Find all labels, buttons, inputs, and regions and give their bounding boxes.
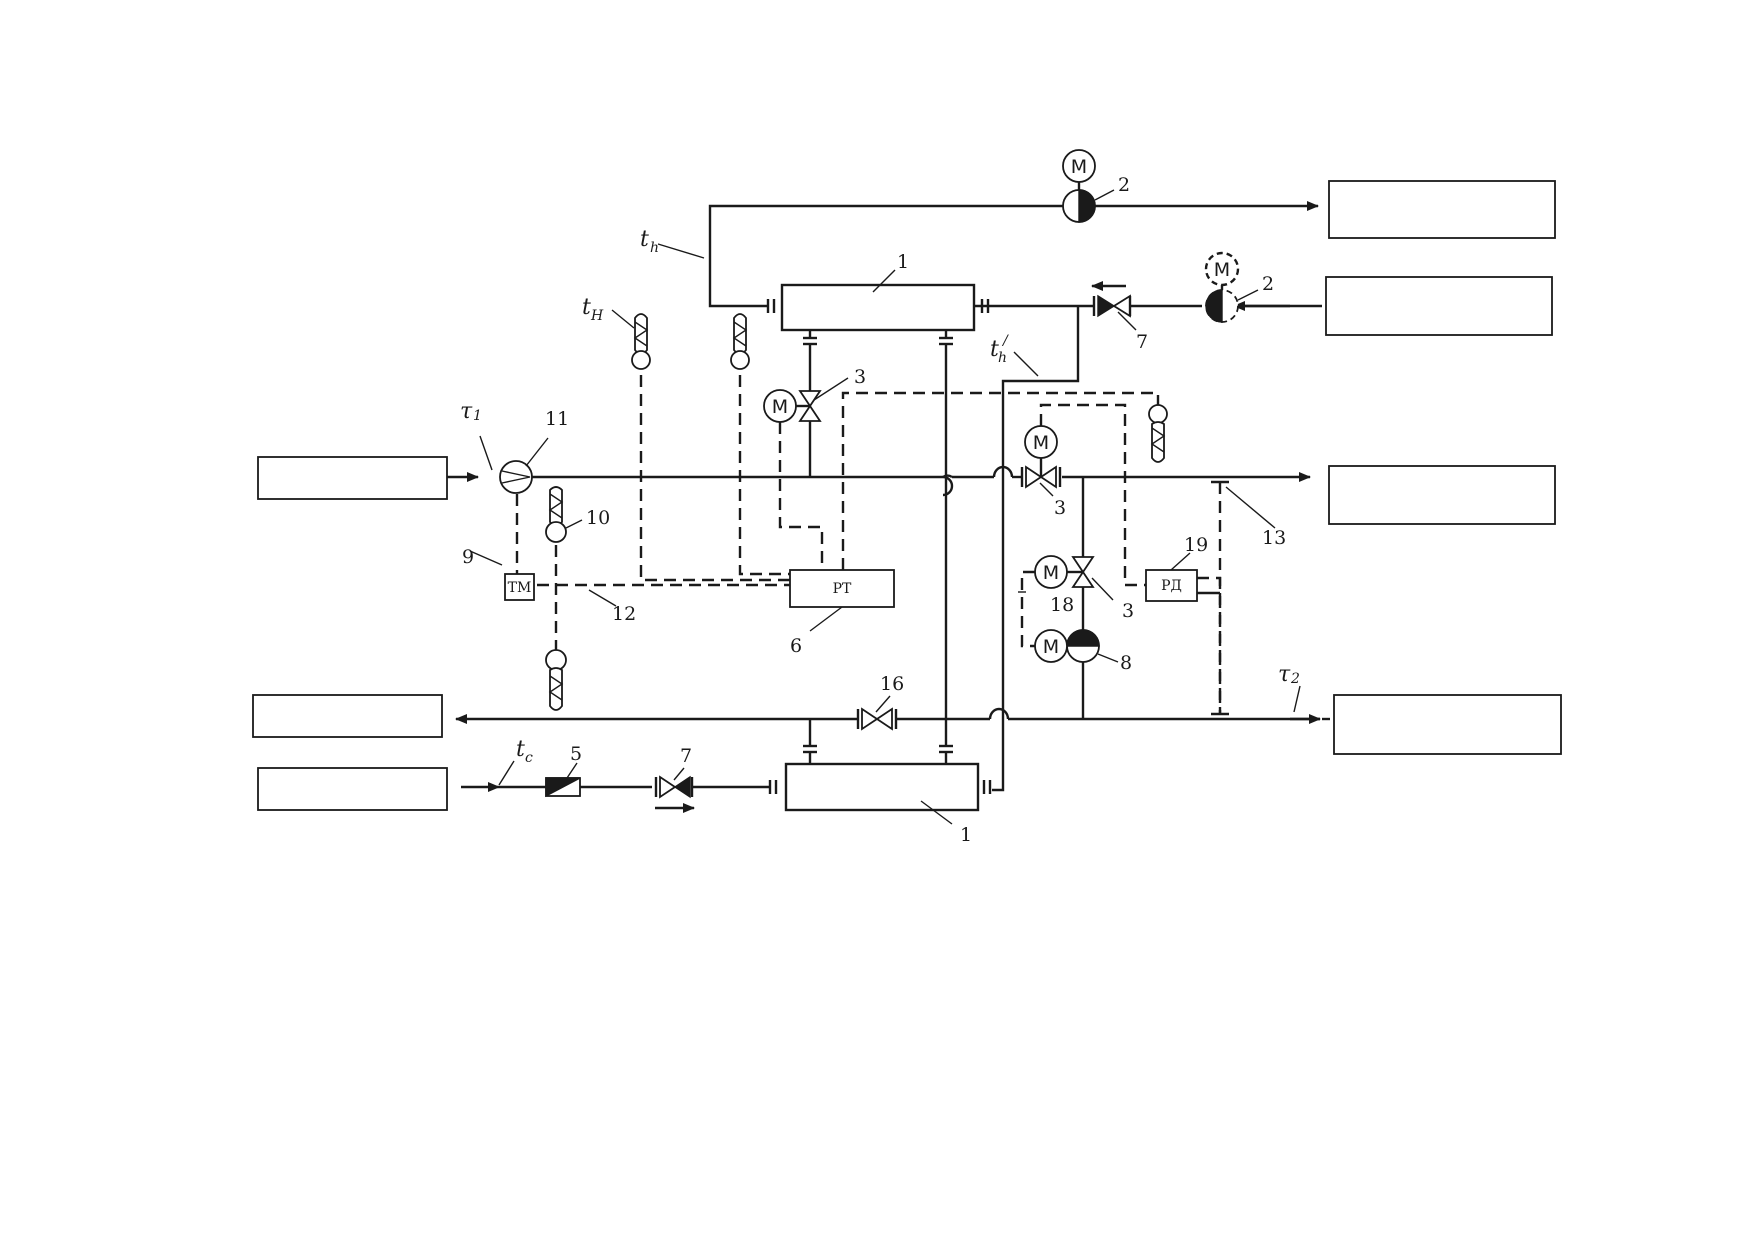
controller-rd: РД: [1145, 552, 1198, 602]
label-rt: 6: [790, 635, 802, 657]
check-valve-bottom: [654, 767, 694, 799]
box-cold-water-source: [257, 767, 448, 811]
temperature-symbols: t h t H t h / τ 1 τ 2 t c: [460, 227, 1301, 786]
check-valve-top: [1092, 294, 1137, 331]
symbol-tn: t: [582, 295, 591, 320]
mixer-jet-pump: [499, 437, 549, 494]
valve-16: [856, 695, 898, 731]
label-valve3-mid: 3: [1054, 497, 1066, 519]
bypass-pipes: M: [1034, 477, 1114, 719]
sensor-outdoor: [611, 309, 651, 370]
box-return-to-network: [252, 694, 443, 738]
controller-tm: ТМ: [469, 550, 535, 601]
label-pump-right: 2: [1262, 273, 1274, 295]
cold-water-pipes: [461, 782, 770, 813]
label-rd: 19: [1184, 534, 1208, 556]
label-line13: 13: [1262, 527, 1286, 549]
heating-medium-pipes: [803, 330, 953, 764]
label-line18: 18: [1050, 594, 1074, 616]
box-heating-system-supply: [1328, 465, 1556, 525]
pump-8: M: [1034, 629, 1119, 663]
label-pump-top: 2: [1118, 174, 1130, 196]
motor-label: M: [1043, 562, 1059, 584]
label-mixer: 11: [545, 408, 569, 430]
label-pump8: 8: [1120, 652, 1132, 674]
box-hot-water-consumer: [1328, 180, 1556, 239]
symbol-th-prime: t: [990, 337, 999, 362]
label-line12: 12: [612, 603, 636, 625]
tm-label: ТМ: [508, 580, 532, 596]
symbol-tc-sub: c: [525, 750, 533, 766]
sensor-return: [545, 649, 567, 711]
motor-label: M: [1214, 259, 1230, 281]
motor-label: M: [1033, 432, 1049, 454]
control-lines: [515, 356, 1276, 716]
label-valve16: 16: [880, 673, 904, 695]
symbol-th-sub: h: [650, 240, 659, 256]
label-filter5: 5: [570, 743, 582, 765]
label-valve7-bottom: 7: [680, 745, 692, 767]
valve-3-supply: M: [1020, 425, 1062, 497]
valve-3-exchanger: M: [763, 377, 849, 423]
heat-exchanger-top: [766, 269, 990, 332]
label-heater-bottom: 1: [960, 824, 972, 846]
pump-standby: M: [1204, 251, 1259, 323]
box-supply-source: [257, 456, 448, 500]
motor-label: M: [772, 396, 788, 418]
pump-top: M: [1062, 149, 1115, 223]
label-tm: 9: [462, 546, 474, 568]
sensor-hot-water: [730, 313, 750, 370]
symbol-th-prime-sub: h: [998, 350, 1007, 366]
motor-label: M: [1043, 636, 1059, 658]
symbol-th: t: [640, 227, 649, 252]
label-valve7-top: 7: [1136, 331, 1148, 353]
symbol-tc: t: [516, 737, 525, 762]
motor-label: M: [1071, 156, 1087, 178]
box-heating-system-return: [1333, 694, 1562, 755]
symbol-tau1: τ: [460, 399, 473, 424]
label-valve3-left: 3: [854, 366, 866, 388]
line-12-leader: [588, 589, 617, 607]
heat-exchanger-bottom: [768, 762, 992, 825]
hot-water-pipes: [708, 201, 1322, 792]
label-heater-top: 1: [897, 251, 909, 273]
callout-numbers: 2 2 1 1 3 3 3 7 7 11 10 9 12 6 13 19 18 …: [462, 174, 1286, 846]
symbol-tau2-sub: 2: [1290, 671, 1300, 687]
controller-rt: РТ: [789, 569, 895, 632]
supply-pipes: [447, 465, 1311, 497]
rd-label: РД: [1161, 578, 1182, 594]
symbol-tau2: τ: [1278, 662, 1291, 687]
return-pipes: [455, 707, 1330, 724]
symbol-tau1-sub: 1: [473, 408, 482, 424]
label-sensor10: 10: [586, 507, 610, 529]
symbol-tn-sub: H: [590, 308, 604, 324]
rt-label: РТ: [833, 581, 852, 597]
filter-5: [545, 762, 581, 798]
label-valve3-low: 3: [1122, 600, 1134, 622]
sensor-supply-heating: [1148, 404, 1168, 463]
sensor-10: [545, 486, 583, 543]
box-circulation-return: [1325, 276, 1553, 336]
symbol-th-prime-sup: /: [1001, 333, 1009, 349]
